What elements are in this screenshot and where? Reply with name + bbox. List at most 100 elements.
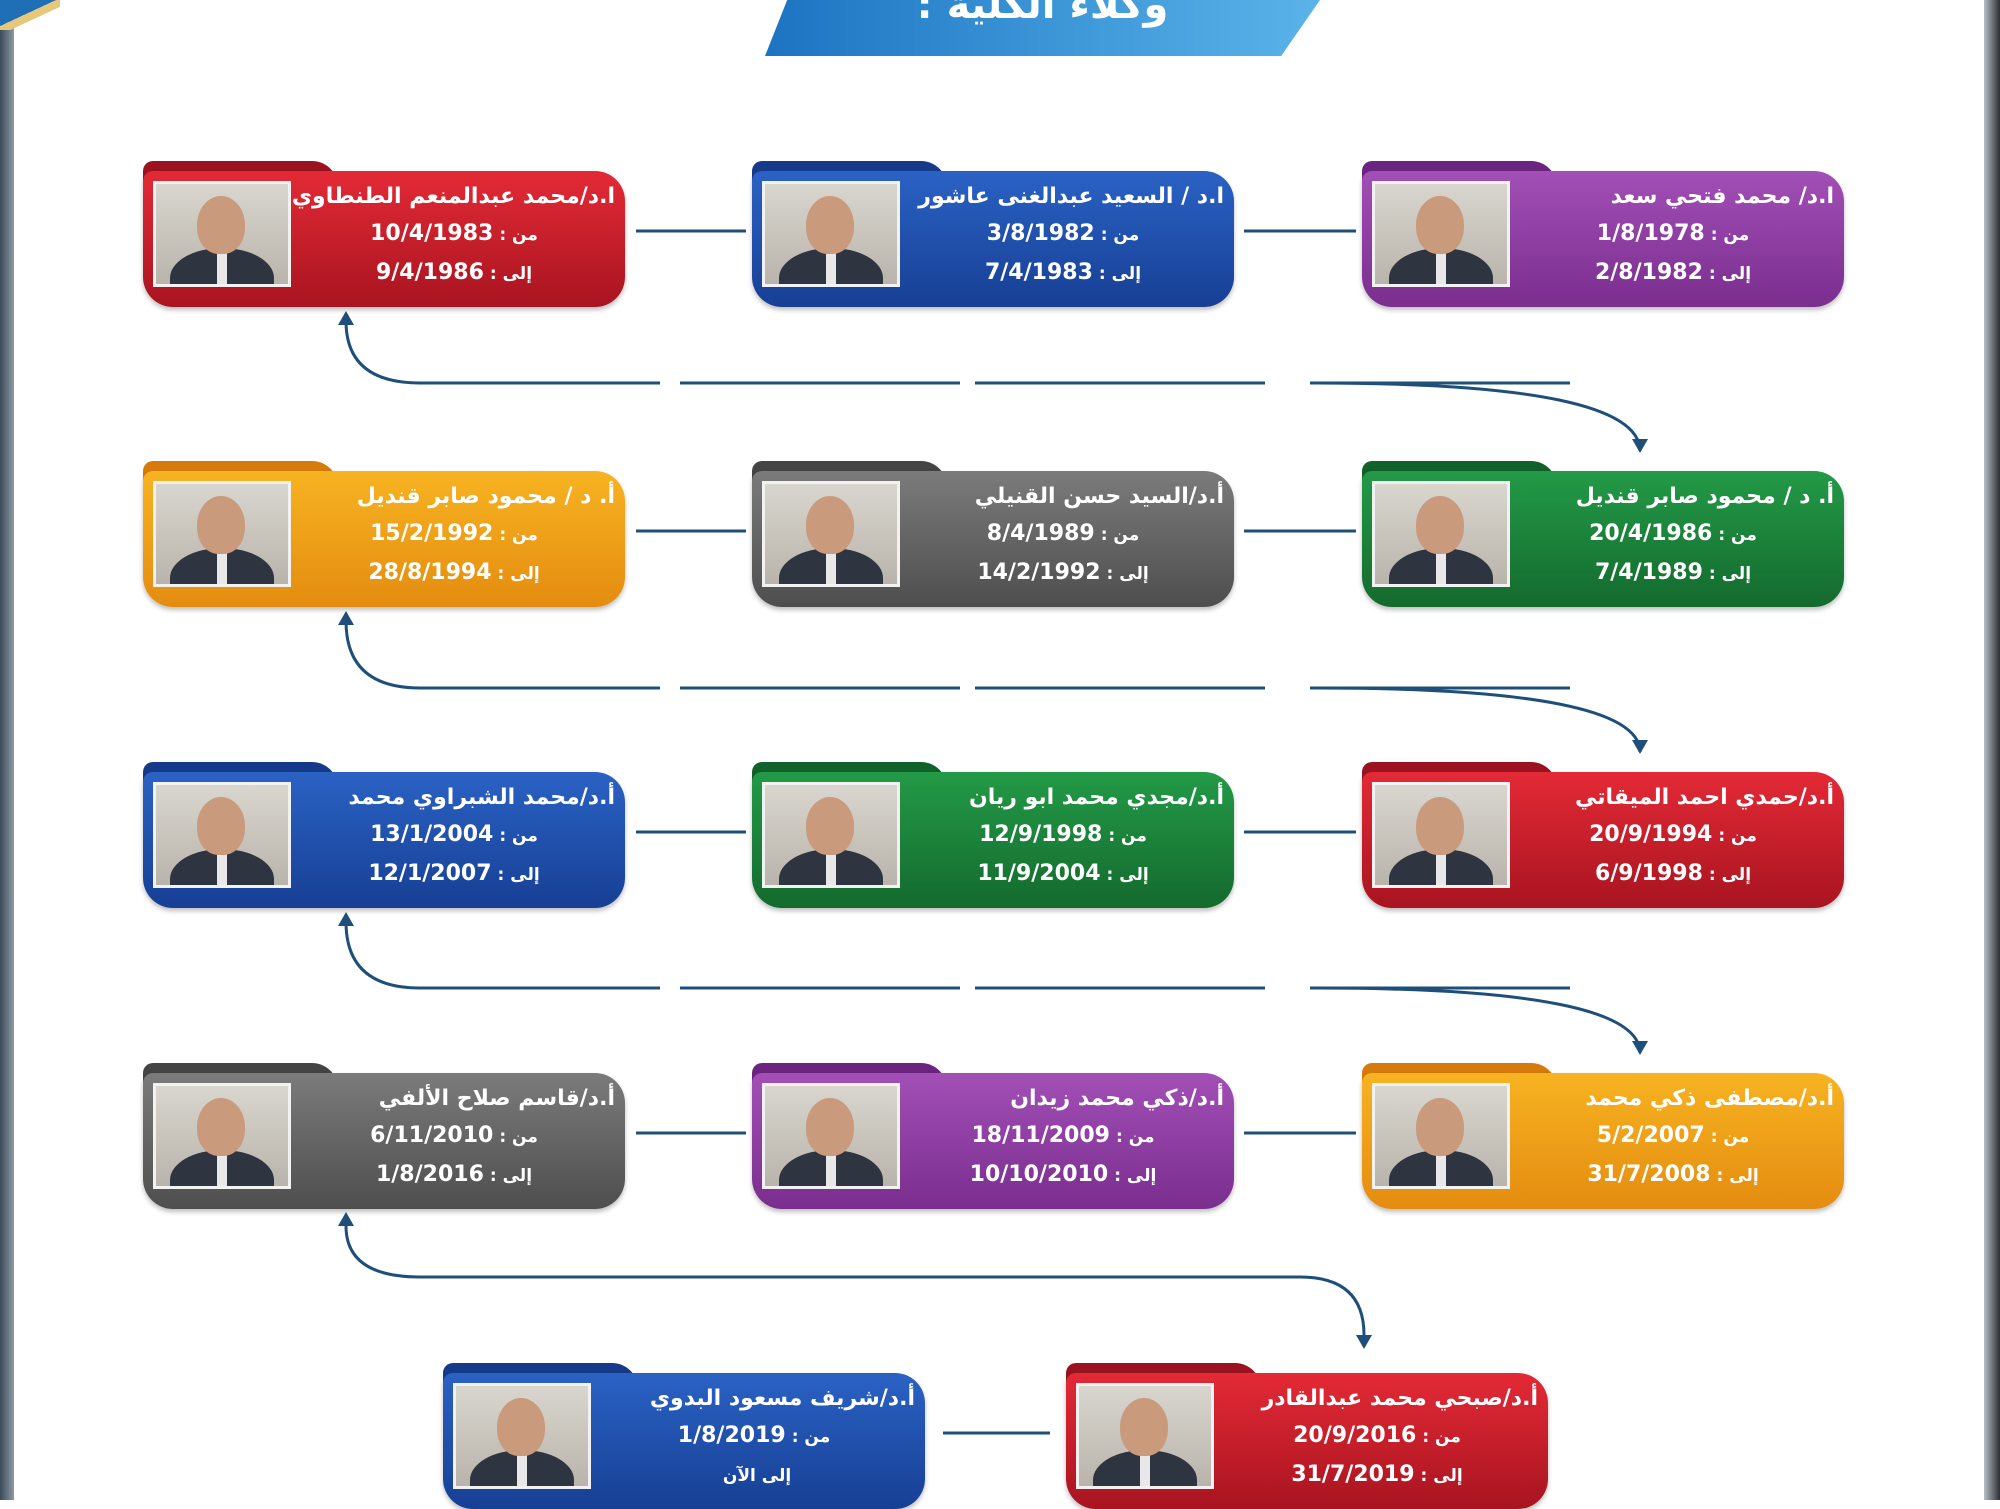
- dean-name: أ. د / محمود صابر قنديل: [356, 484, 615, 509]
- dean-info: أ.د/صبحي محمد عبدالقادر من :20/9/2016 إل…: [1216, 1381, 1538, 1491]
- dean-portrait: [762, 181, 900, 287]
- dean-from-row: من :10/4/1983: [293, 215, 615, 254]
- dean-info: ا.د / السعيد عبدالغنى عاشور من :3/8/1982…: [902, 179, 1224, 289]
- dean-to-date: 31/7/2008: [1587, 1162, 1711, 1187]
- dean-card: أ.د/السيد حسن القنيلي من :8/4/1989 إلى :…: [752, 461, 1234, 607]
- dean-from-date: 13/1/2004: [370, 822, 494, 847]
- portrait-face: [197, 1098, 245, 1156]
- to-label: إلى :: [1708, 264, 1752, 284]
- dean-from-date: 15/2/1992: [370, 521, 494, 546]
- portrait-face: [197, 797, 245, 855]
- dean-info: أ. د / محمود صابر قنديل من :15/2/1992 إل…: [293, 479, 615, 589]
- from-label: من :: [791, 1427, 831, 1447]
- portrait-shirt: [1140, 1452, 1150, 1486]
- dean-to-date: 7/4/1989: [1594, 560, 1703, 585]
- dean-from-date: 1/8/2019: [677, 1423, 786, 1448]
- dean-info: أ.د/شريف مسعود البدوي من :1/8/2019 إلى ا…: [593, 1381, 915, 1491]
- to-label: إلى :: [497, 564, 540, 584]
- portrait-shirt: [1436, 550, 1446, 584]
- dean-to-row: إلى :7/4/1983: [902, 254, 1224, 293]
- dean-info: أ.د/مجدي محمد ابو ريان من :12/9/1998 إلى…: [902, 780, 1224, 890]
- dean-card: أ.د/ذكي محمد زيدان من :18/11/2009 إلى :1…: [752, 1063, 1234, 1209]
- corner-decoration: [0, 0, 60, 30]
- dean-card: أ.د/حمدي احمد الميقاتي من :20/9/1994 إلى…: [1362, 762, 1844, 908]
- right-frame-border: [1984, 0, 2000, 1500]
- to-label: إلى :: [1098, 264, 1142, 284]
- dean-info: ا.د/ محمد فتحي سعد من :1/8/1978 إلى :2/8…: [1512, 179, 1834, 289]
- dean-to-row: إلى الآن: [593, 1456, 915, 1495]
- dean-name: أ.د/صبحي محمد عبدالقادر: [1261, 1386, 1538, 1411]
- dean-from-date: 3/8/1982: [986, 221, 1095, 246]
- portrait-face: [806, 496, 854, 554]
- dean-to-date: 1/8/2016: [375, 1162, 484, 1187]
- from-label: من :: [1718, 826, 1757, 846]
- dean-to-date: 10/10/2010: [969, 1162, 1109, 1187]
- from-label: من :: [1100, 225, 1140, 245]
- from-label: من :: [499, 525, 538, 545]
- dean-to-date: 31/7/2019: [1291, 1462, 1415, 1487]
- from-label: من :: [499, 225, 538, 245]
- portrait-face: [1416, 797, 1464, 855]
- dean-to-date: 28/8/1994: [368, 560, 492, 585]
- dean-card: أ.د/قاسم صلاح الألفي من :6/11/2010 إلى :…: [143, 1063, 625, 1209]
- dean-to-row: إلى :14/2/1992: [902, 554, 1224, 593]
- to-label: إلى :: [489, 1166, 533, 1186]
- dean-name: أ.د/السيد حسن القنيلي: [974, 484, 1224, 509]
- to-label: إلى :: [497, 865, 540, 885]
- dean-from-date: 5/2/2007: [1596, 1123, 1705, 1148]
- dean-portrait: [1076, 1383, 1214, 1489]
- to-label: إلى :: [1106, 865, 1149, 885]
- loop-curve-right: [1315, 686, 1642, 753]
- dean-info: أ.د/مصطفى ذكي محمد من :5/2/2007 إلى :31/…: [1512, 1081, 1834, 1191]
- dean-to-date: 9/4/1986: [375, 260, 484, 285]
- dean-from-date: 20/9/1994: [1589, 822, 1713, 847]
- to-label: إلى :: [1106, 564, 1149, 584]
- to-label: إلى :: [1114, 1166, 1157, 1186]
- dean-info: أ.د/السيد حسن القنيلي من :8/4/1989 إلى :…: [902, 479, 1224, 589]
- dean-card: أ.د/محمد الشبراوي محمد من :13/1/2004 إلى…: [143, 762, 625, 908]
- arrow-down-icon: [1632, 1041, 1648, 1055]
- dean-to-row: إلى :9/4/1986: [293, 254, 615, 293]
- dean-from-row: من :1/8/1978: [1512, 215, 1834, 254]
- dean-info: أ.د/ذكي محمد زيدان من :18/11/2009 إلى :1…: [902, 1081, 1224, 1191]
- dean-from-row: من :20/4/1986: [1512, 515, 1834, 554]
- header-banner: وكلاء الكلية :: [765, 0, 1320, 56]
- dean-to-row: إلى :31/7/2019: [1216, 1456, 1538, 1495]
- portrait-shirt: [1436, 250, 1446, 284]
- dean-from-row: من :8/4/1989: [902, 515, 1224, 554]
- portrait-shirt: [1436, 851, 1446, 885]
- portrait-face: [1416, 496, 1464, 554]
- dean-portrait: [762, 481, 900, 587]
- loop-curve-right: [1315, 986, 1642, 1054]
- dean-card: ا.د/محمد عبدالمنعم الطنطاوي من :10/4/198…: [143, 161, 625, 307]
- dean-to-row: إلى :11/9/2004: [902, 855, 1224, 894]
- dean-from-row: من :6/11/2010: [293, 1117, 615, 1156]
- dean-portrait: [153, 1083, 291, 1189]
- portrait-face: [1120, 1398, 1168, 1456]
- dean-name: أ.د/حمدي احمد الميقاتي: [1574, 785, 1834, 810]
- dean-portrait: [153, 481, 291, 587]
- dean-from-row: من :13/1/2004: [293, 816, 615, 855]
- left-frame-border: [0, 0, 14, 1500]
- dean-to-row: إلى :6/9/1998: [1512, 855, 1834, 894]
- portrait-face: [197, 196, 245, 254]
- from-label: من :: [1100, 525, 1140, 545]
- dean-to-date: إلى الآن: [722, 1466, 792, 1486]
- dean-from-date: 18/11/2009: [971, 1123, 1110, 1148]
- portrait-face: [806, 797, 854, 855]
- dean-portrait: [153, 782, 291, 888]
- dean-to-date: 6/9/1998: [1594, 861, 1703, 886]
- dean-to-row: إلى :28/8/1994: [293, 554, 615, 593]
- to-label: إلى :: [1708, 865, 1752, 885]
- dean-from-date: 12/9/1998: [979, 822, 1103, 847]
- loop-curve-left: [344, 921, 660, 990]
- dean-name: أ. د / محمود صابر قنديل: [1575, 484, 1834, 509]
- dean-from-row: من :3/8/1982: [902, 215, 1224, 254]
- dean-name: ا.د/ محمد فتحي سعد: [1610, 184, 1834, 209]
- from-label: من :: [1115, 1127, 1155, 1147]
- from-label: من :: [1108, 826, 1147, 846]
- portrait-shirt: [826, 1152, 836, 1186]
- dean-info: ا.د/محمد عبدالمنعم الطنطاوي من :10/4/198…: [292, 179, 615, 289]
- arrow-down-icon: [1632, 740, 1648, 754]
